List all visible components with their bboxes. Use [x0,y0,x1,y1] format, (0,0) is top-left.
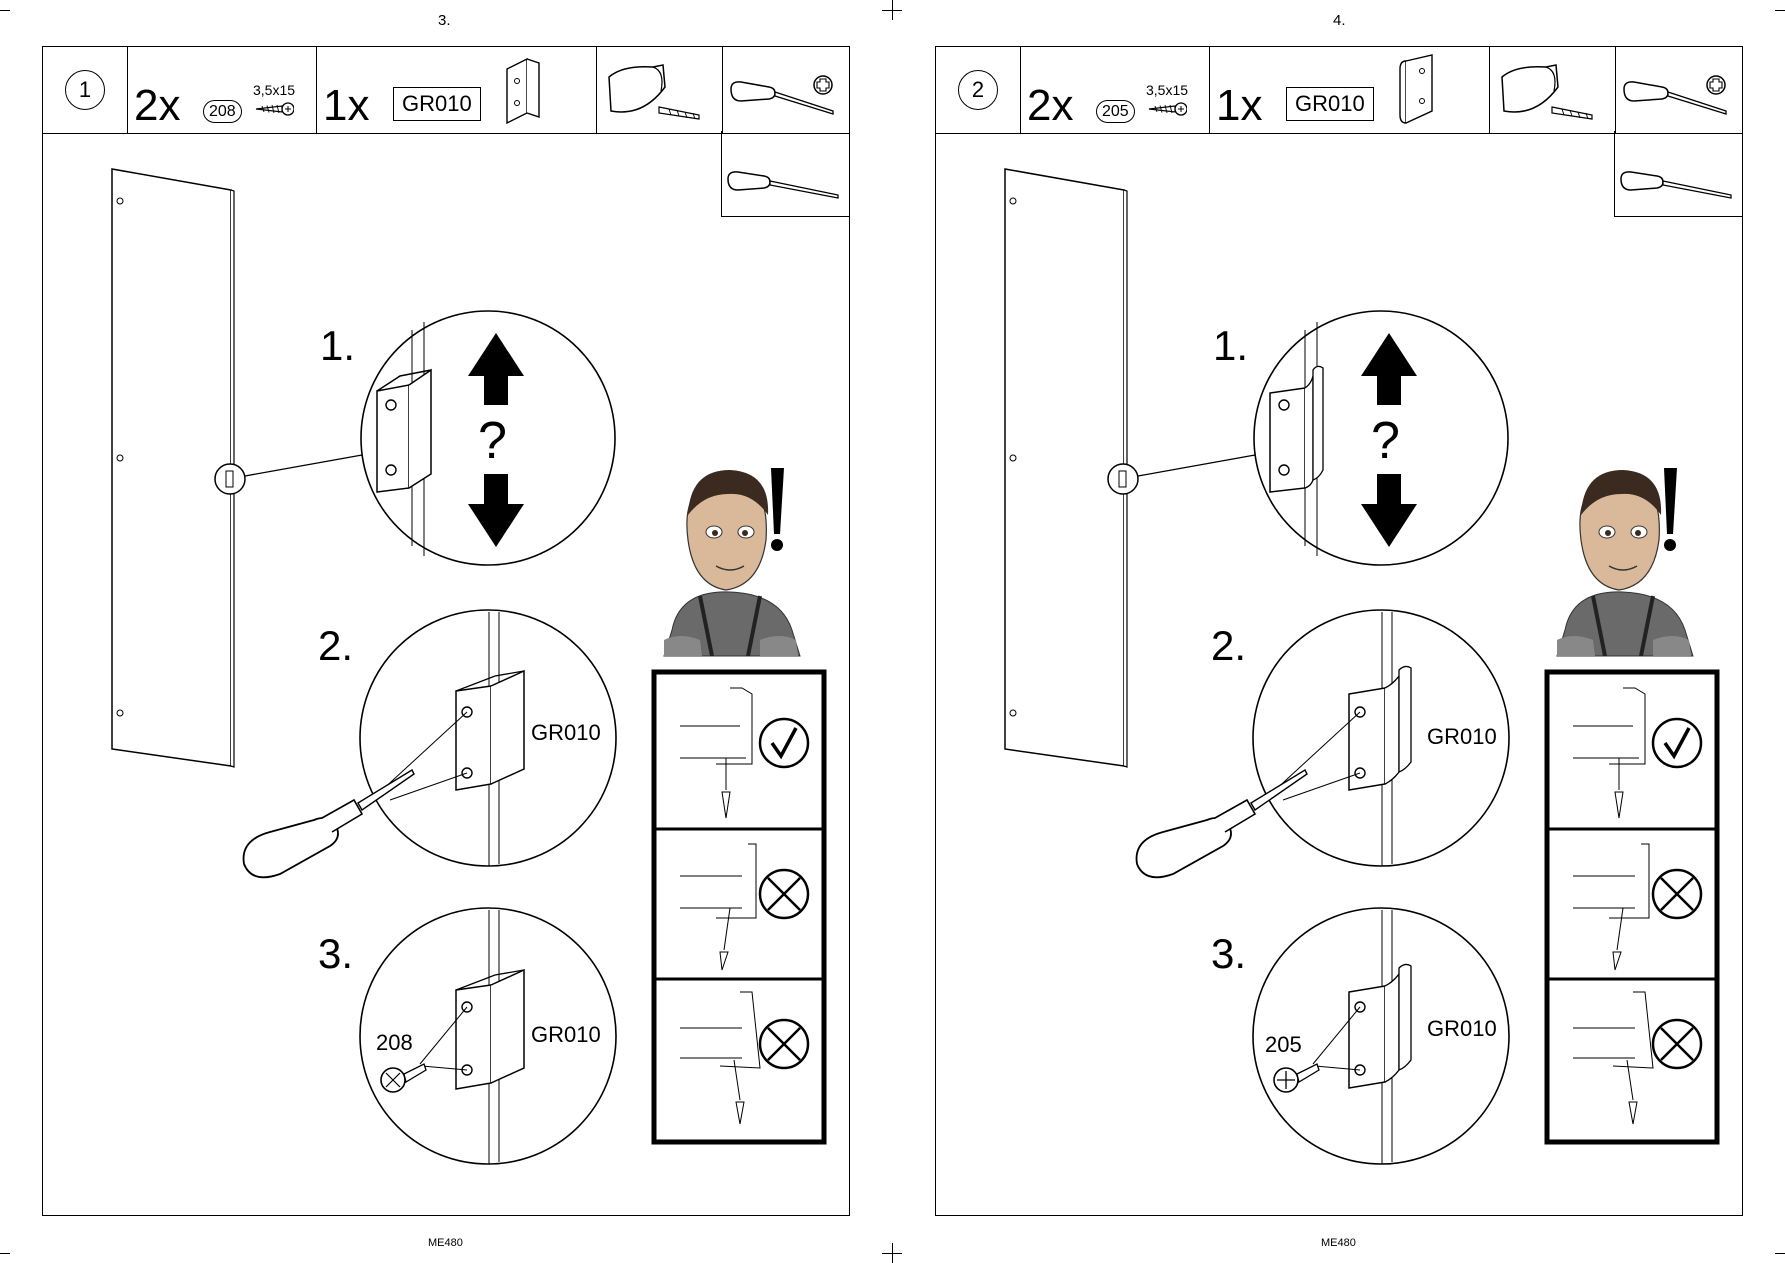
crop-mark [882,1253,902,1254]
correct-incorrect-panel [651,669,827,1145]
part-code: GR010 [393,87,481,121]
arrow-down-icon [1361,474,1417,547]
part-quantity: 1x [323,81,370,130]
screw-icon [380,1063,427,1093]
detail-3-screw-label: 205 [1265,1032,1302,1057]
screw-icon [1148,102,1187,116]
step-number: 2 [958,70,998,110]
step-cell: 2 [936,47,1021,133]
detail-2-part-label: GR010 [1427,724,1497,749]
step-cell: 1 [43,47,128,133]
parts-header: 1 2x 208 3,5x15 1x GR010 [43,47,849,134]
check-icon [1651,717,1703,769]
flat-screwdriver-icon [727,171,839,199]
worker-character-icon [663,468,801,657]
worker-character-icon [1556,468,1694,657]
screw-size: 3,5x15 [1146,82,1189,98]
substep-3-number: 3. [318,930,353,977]
crop-mark [0,10,10,11]
substep-3-number: 3. [1211,930,1246,977]
screw-code-badge: 205 [1096,100,1135,123]
page-number: 4. [1333,12,1346,29]
crop-mark [882,10,902,11]
substep-1-number: 1. [1213,322,1248,369]
arrow-down-icon [468,474,524,547]
crop-mark [1775,10,1785,11]
phillips-screwdriver-icon [1623,75,1727,115]
step-frame: 1 2x 208 3,5x15 1x GR010 [42,46,850,1216]
screw-quantity: 2x [1027,81,1074,130]
correct-example [680,687,810,819]
door-panel [1004,168,1256,768]
detail-circle-1: ? [1253,310,1509,566]
tool-cell-2 [721,131,849,217]
check-icon [758,717,810,769]
screw-cell: 2x 208 3,5x15 [128,47,317,133]
screw-cell: 2x 205 3,5x15 [1021,47,1210,133]
detail-3-part-label: GR010 [1427,1016,1497,1041]
handle-part-icon [1399,54,1433,124]
part-cell: 1x GR010 [1210,47,1490,133]
detail-circle-3: 205 GR010 [1252,907,1510,1165]
handle-mounting-icon [608,64,700,120]
incorrect-example-2 [680,991,810,1125]
arrow-up-icon [1361,333,1417,405]
screwdriver-tool [1135,769,1308,879]
question-mark: ? [478,412,507,470]
crop-mark [1775,1253,1785,1254]
detail-circle-2: GR010 [1135,609,1510,879]
screwdriver-tool [242,769,415,879]
flat-screwdriver-icon [1620,171,1732,199]
screw-size: 3,5x15 [253,82,296,98]
incorrect-example-1 [1573,843,1703,971]
parts-header: 2 2x 205 3,5x15 1x GR010 [936,47,1742,134]
exclamation-icon [771,468,784,534]
part-quantity: 1x [1216,81,1263,130]
incorrect-example-1 [680,843,810,971]
assembly-illustration: ? GR010 [111,168,827,1165]
handle-mounting-icon [1501,64,1593,120]
step-number: 1 [65,70,105,110]
detail-circle-2: GR010 [242,609,617,879]
page-number: 3. [438,12,451,29]
detail-3-part-label: GR010 [531,1022,601,1047]
incorrect-example-2 [1573,991,1703,1125]
phillips-screwdriver-icon [730,75,834,115]
detail-3-screw-label: 208 [376,1030,413,1055]
tool-cell [723,47,849,133]
screw-icon [255,102,294,116]
substep-2-number: 2. [1211,622,1246,669]
detail-circle-3: 208 GR010 [359,907,617,1165]
screw-quantity: 2x [134,81,181,130]
detail-2-part-label: GR010 [531,720,601,745]
manual-page-right: 4. 2 2x 205 3,5x15 1x GR010 [893,0,1785,1263]
substep-2-number: 2. [318,622,353,669]
exclamation-icon [1664,468,1677,534]
crop-mark [0,1253,10,1254]
mounting-cell [597,47,723,133]
tool-cell [1616,47,1742,133]
assembly-illustration: ? GR010 [1004,168,1720,1165]
substep-1-number: 1. [320,322,355,369]
arrow-up-icon [468,333,524,405]
detail-circle-1: ? [360,310,616,566]
part-code: GR010 [1286,87,1374,121]
correct-incorrect-panel [1544,669,1720,1145]
mounting-cell [1490,47,1616,133]
screw-icon [1273,1063,1320,1093]
correct-example [1573,687,1703,819]
part-cell: 1x GR010 [317,47,597,133]
handle-part-icon [506,57,540,125]
step-frame: 2 2x 205 3,5x15 1x GR010 [935,46,1743,1216]
model-code: ME480 [1321,1237,1356,1249]
question-mark: ? [1371,412,1400,470]
door-panel [111,168,363,768]
manual-page-left: 3. 1 2x 208 3,5x15 1x GR010 [0,0,892,1263]
screw-code-badge: 208 [203,100,242,123]
tool-cell-2 [1614,131,1742,217]
model-code: ME480 [428,1237,463,1249]
